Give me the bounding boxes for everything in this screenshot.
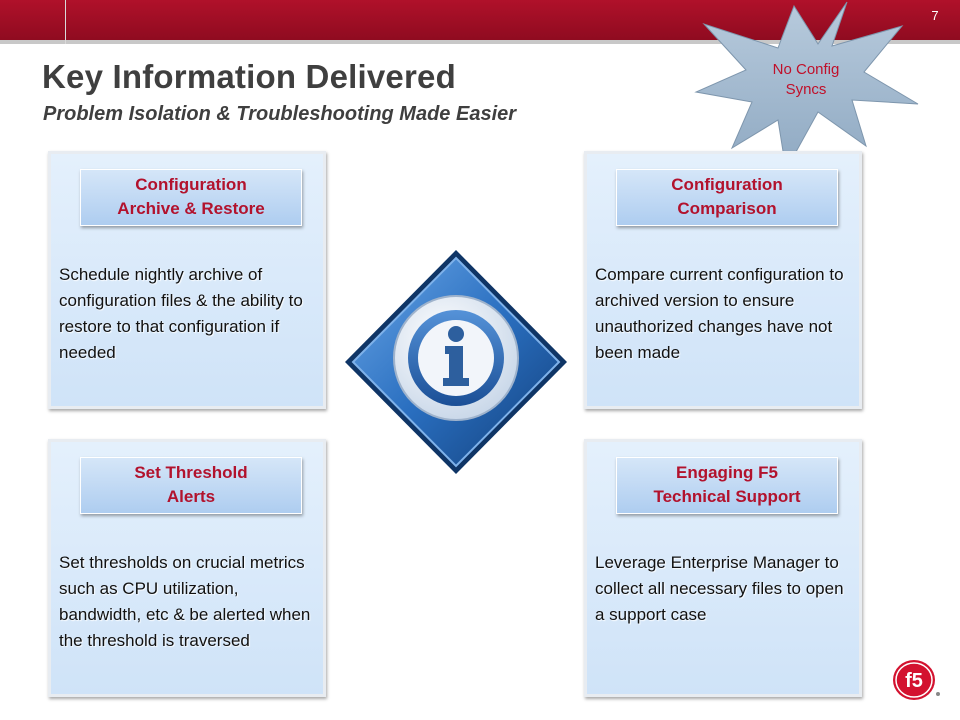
card-heading: Configuration Archive & Restore bbox=[80, 169, 302, 226]
header-rule bbox=[0, 40, 960, 44]
card-heading: Engaging F5 Technical Support bbox=[616, 457, 838, 514]
card-body: Schedule nightly archive of configuratio… bbox=[59, 265, 303, 362]
f5-logo: f5 bbox=[893, 660, 940, 700]
page-number: 7 bbox=[931, 8, 939, 23]
card-heading: Configuration Comparison bbox=[616, 169, 838, 226]
card-configuration-archive: Configuration Archive & Restore Schedule… bbox=[48, 151, 326, 409]
callout-label: No Config Syncs bbox=[772, 61, 840, 98]
f5-logo-text: f5 bbox=[905, 670, 923, 692]
card-body: Leverage Enterprise Manager to collect a… bbox=[595, 553, 844, 624]
card-configuration-comparison: Configuration Comparison Compare current… bbox=[584, 151, 862, 409]
header-divider bbox=[65, 0, 66, 44]
info-icon bbox=[345, 250, 567, 474]
card-technical-support: Engaging F5 Technical Support Leverage E… bbox=[584, 439, 862, 697]
card-threshold-alerts: Set Threshold Alerts Set thresholds on c… bbox=[48, 439, 326, 697]
card-body: Set thresholds on crucial metrics such a… bbox=[59, 553, 311, 650]
starburst-callout bbox=[694, 1, 919, 172]
slide-title: Key Information Delivered bbox=[42, 58, 456, 95]
card-heading: Set Threshold Alerts bbox=[80, 457, 302, 514]
card-body: Compare current configuration to archive… bbox=[595, 265, 844, 362]
slide-subtitle: Problem Isolation & Troubleshooting Made… bbox=[43, 103, 517, 125]
